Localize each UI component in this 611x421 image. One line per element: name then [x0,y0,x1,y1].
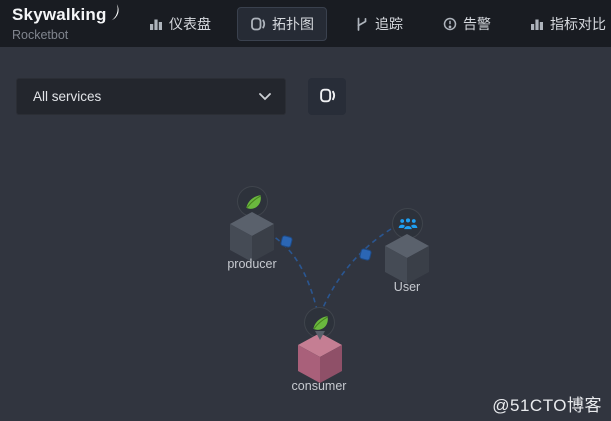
logo-subtitle: Rocketbot [12,28,69,42]
nav-item-label: 告警 [463,15,491,32]
service-selector[interactable]: All services [16,78,286,115]
edge-marker-user-consumer [358,247,373,262]
watermark: @51CTO博客 [492,396,602,415]
nav-item-dashboard[interactable]: 仪表盘 [147,8,213,40]
node-label: User [393,280,421,294]
alarm-icon [443,17,457,31]
chevron-down-icon [259,92,271,101]
service-cube-gray [230,212,274,262]
edge-marker-producer-consumer [279,234,294,249]
main-nav: 仪表盘 拓扑图 追踪 告警 [140,0,608,47]
node-label: producer [227,257,277,271]
nav-item-topology[interactable]: 拓扑图 [237,6,327,41]
topology-icon [319,87,336,107]
topology-options-button[interactable] [308,78,346,115]
nav-item-label: 拓扑图 [272,15,314,32]
nav-item-alarm[interactable]: 告警 [441,8,493,40]
edge-arrowhead-icon [315,331,325,340]
node-label: consumer [291,379,347,393]
dashboard-icon [149,17,163,31]
nav-item-metrics-comparison[interactable]: 指标对比 [528,8,608,40]
crescent-moon-icon [108,4,123,27]
topology-icon [250,16,266,32]
top-navbar: Skywalking Rocketbot 仪表盘 拓扑图 [0,0,611,47]
nav-item-trace[interactable]: 追踪 [353,8,405,40]
service-cube-pink [298,333,342,383]
spring-leaf-icon [237,186,268,217]
nav-item-label: 指标对比 [550,15,606,32]
metrics-comparison-icon [530,17,544,31]
trace-icon [355,17,369,31]
user-group-icon [392,208,423,239]
logo[interactable]: Skywalking Rocketbot [12,4,140,42]
service-selector-value: All services [33,89,102,104]
nav-item-label: 追踪 [375,15,403,32]
nav-item-label: 仪表盘 [169,15,211,32]
logo-title: Skywalking [12,5,107,24]
toolbar: All services [0,47,611,115]
service-cube-gray [385,234,429,284]
